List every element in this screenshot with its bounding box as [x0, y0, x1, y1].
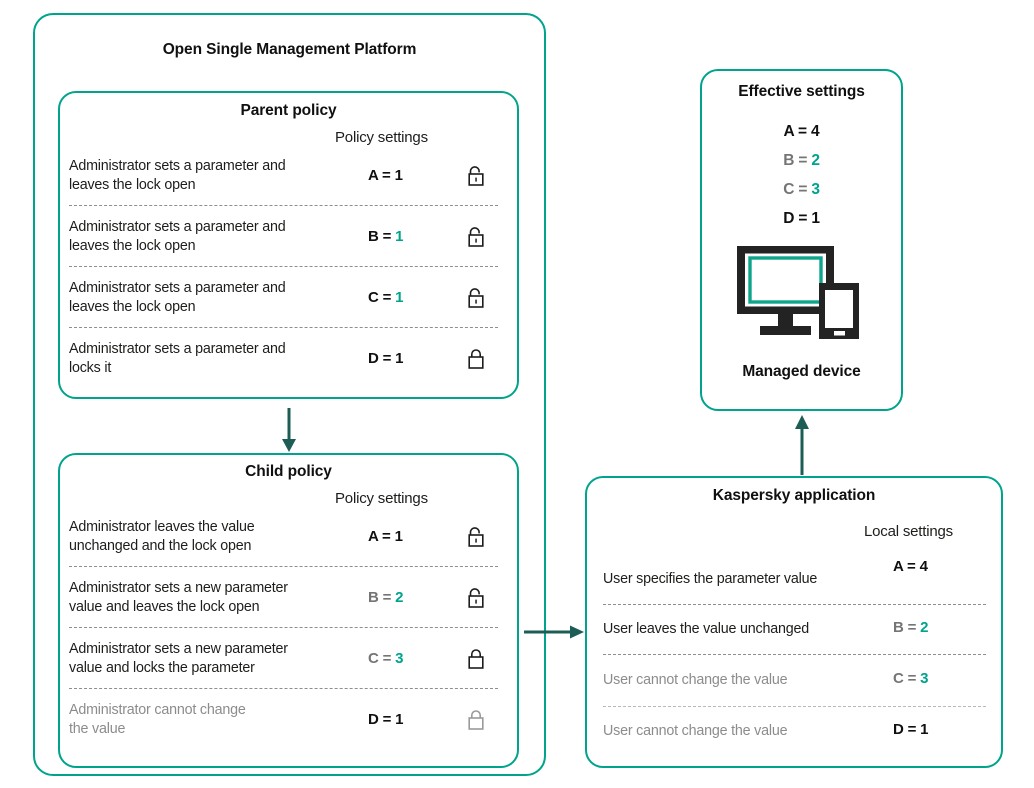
lock-open-icon	[464, 585, 488, 611]
child-divider-1	[69, 627, 498, 628]
parent-divider-2	[69, 327, 498, 328]
child-row-value-3: D = 1	[368, 711, 404, 728]
managed-device-caption: Managed device	[742, 363, 861, 380]
parent-policy-title: Parent policy	[240, 102, 337, 119]
parent-row-label-3: Administrator sets a parameter and locks…	[69, 341, 286, 376]
child-row-number-3: 1	[395, 711, 404, 728]
kaspersky-divider-0	[603, 604, 986, 605]
parent-row-key-1: B =	[368, 228, 392, 245]
parent-row-key-2: C =	[368, 289, 392, 306]
child-row-number-1: 2	[395, 589, 404, 606]
effective-key-3: D =	[783, 210, 808, 227]
arrow-parent-to-child	[278, 408, 300, 459]
kaspersky-row-number-3: 1	[920, 721, 929, 738]
child-policy-title: Child policy	[245, 463, 332, 480]
lock-open-icon	[464, 163, 488, 189]
child-row-label-3: Administrator cannot change the value	[69, 702, 246, 737]
effective-key-2: C =	[783, 181, 808, 198]
child-row-value-1: B = 2	[368, 589, 404, 606]
effective-number-0: 4	[811, 123, 820, 140]
parent-row-number-2: 1	[395, 289, 404, 306]
child-row-number-2: 3	[395, 650, 404, 667]
kaspersky-row-label-3: User cannot change the value	[603, 723, 788, 739]
lock-closed-icon	[464, 707, 488, 733]
kaspersky-row-number-0: 4	[919, 558, 928, 575]
child-row-value-0: A = 1	[368, 528, 403, 545]
lock-open-icon	[464, 285, 488, 311]
kaspersky-row-key-1: B =	[893, 619, 917, 636]
parent-row-label-2: Administrator sets a parameter and leave…	[69, 280, 286, 315]
parent-row-value-1: B = 1	[368, 228, 404, 245]
kaspersky-application-box	[585, 476, 1003, 768]
parent-policy-column-header: Policy settings	[335, 129, 428, 146]
lock-closed-icon	[464, 346, 488, 372]
effective-settings-title: Effective settings	[738, 83, 865, 100]
platform-title: Open Single Management Platform	[162, 41, 417, 58]
effective-number-3: 1	[811, 210, 820, 227]
kaspersky-row-label-0: User specifies the parameter value	[603, 571, 818, 587]
effective-number-2: 3	[811, 181, 820, 198]
kaspersky-row-value-1: B = 2	[893, 619, 929, 636]
effective-key-0: A =	[783, 123, 808, 140]
kaspersky-row-value-3: D = 1	[893, 721, 929, 738]
effective-line-1: B = 2	[700, 152, 903, 170]
child-row-key-2: C =	[368, 650, 392, 667]
parent-row-value-0: A = 1	[368, 167, 403, 184]
effective-line-3: D = 1	[700, 210, 903, 228]
parent-row-label-1: Administrator sets a parameter and leave…	[69, 219, 286, 254]
lock-open-icon	[464, 524, 488, 550]
monitor-and-phone-icon	[735, 244, 867, 347]
child-divider-0	[69, 566, 498, 567]
parent-row-label-0: Administrator sets a parameter and leave…	[69, 158, 286, 193]
parent-row-number-1: 1	[395, 228, 404, 245]
child-row-number-0: 1	[394, 528, 403, 545]
effective-settings-box	[700, 69, 903, 411]
open-single-management-platform-container	[33, 13, 546, 776]
kaspersky-row-value-0: A = 4	[893, 558, 928, 575]
parent-divider-0	[69, 205, 498, 206]
kaspersky-divider-1	[603, 654, 986, 655]
effective-line-0: A = 4	[700, 123, 903, 141]
parent-row-number-0: 1	[394, 167, 403, 184]
parent-policy-box	[58, 91, 519, 399]
child-row-label-2: Administrator sets a new parameter value…	[69, 641, 288, 676]
kaspersky-row-label-2: User cannot change the value	[603, 672, 788, 688]
child-row-label-0: Administrator leaves the value unchanged…	[69, 519, 255, 554]
child-row-label-1: Administrator sets a new parameter value…	[69, 580, 288, 615]
kaspersky-application-title: Kaspersky application	[712, 487, 876, 504]
effective-key-1: B =	[783, 152, 808, 169]
child-row-key-0: A =	[368, 528, 391, 545]
child-row-key-1: B =	[368, 589, 392, 606]
kaspersky-row-key-0: A =	[893, 558, 916, 575]
parent-row-value-2: C = 1	[368, 289, 404, 306]
kaspersky-row-key-3: D =	[893, 721, 917, 738]
child-policy-column-header: Policy settings	[335, 490, 428, 507]
parent-row-key-0: A =	[368, 167, 391, 184]
lock-open-icon	[464, 224, 488, 250]
kaspersky-divider-2	[603, 706, 986, 707]
child-row-value-2: C = 3	[368, 650, 404, 667]
effective-line-2: C = 3	[700, 181, 903, 199]
parent-row-value-3: D = 1	[368, 350, 404, 367]
parent-divider-1	[69, 266, 498, 267]
kaspersky-column-header: Local settings	[864, 523, 953, 540]
effective-number-1: 2	[811, 152, 820, 169]
arrow-child-to-application	[524, 624, 586, 645]
kaspersky-row-value-2: C = 3	[893, 670, 929, 687]
lock-closed-icon	[464, 646, 488, 672]
child-row-key-3: D =	[368, 711, 392, 728]
parent-row-number-3: 1	[395, 350, 404, 367]
child-divider-2	[69, 688, 498, 689]
kaspersky-row-label-1: User leaves the value unchanged	[603, 621, 810, 637]
arrow-application-to-device	[793, 413, 811, 480]
kaspersky-row-key-2: C =	[893, 670, 917, 687]
parent-row-key-3: D =	[368, 350, 392, 367]
kaspersky-row-number-2: 3	[920, 670, 929, 687]
child-policy-box	[58, 453, 519, 768]
kaspersky-row-number-1: 2	[920, 619, 929, 636]
